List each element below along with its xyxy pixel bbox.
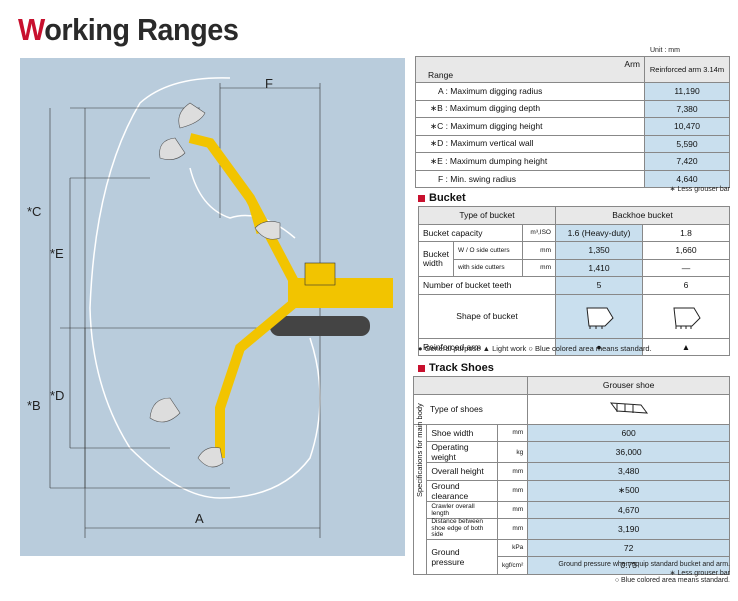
working-range-diagram: *C *E *B *D F A bbox=[20, 58, 405, 556]
label-d: *D bbox=[50, 388, 65, 403]
bucket-legend: ● General purpose ▲ Light work ○ Blue co… bbox=[418, 344, 652, 353]
label-c: *C bbox=[27, 204, 42, 219]
bucket-shape-1 bbox=[555, 293, 643, 339]
label-f: F bbox=[265, 76, 273, 91]
track-note-1: Ground pressure when equip standard buck… bbox=[558, 561, 730, 568]
label-b: *B bbox=[27, 398, 41, 413]
track-note-3: ○ Blue colored area means standard. bbox=[614, 577, 730, 584]
grouser-shoe-image bbox=[527, 393, 730, 425]
bucket-shape-2 bbox=[642, 293, 730, 339]
label-a: A bbox=[195, 511, 204, 526]
track-heading: Track Shoes bbox=[418, 362, 494, 374]
page-title: Working Ranges bbox=[18, 12, 239, 47]
unit-note: Unit : mm bbox=[650, 47, 680, 54]
label-e: *E bbox=[50, 246, 64, 261]
excavator-drawing bbox=[49, 77, 393, 538]
track-note-2: ∗ Less grouser bar bbox=[669, 570, 730, 577]
bucket-heading: Bucket bbox=[418, 192, 466, 204]
range-note: ∗ Less grouser bar bbox=[669, 186, 730, 193]
track-table: Grouser shoe Type of shoes Specification… bbox=[412, 376, 730, 575]
